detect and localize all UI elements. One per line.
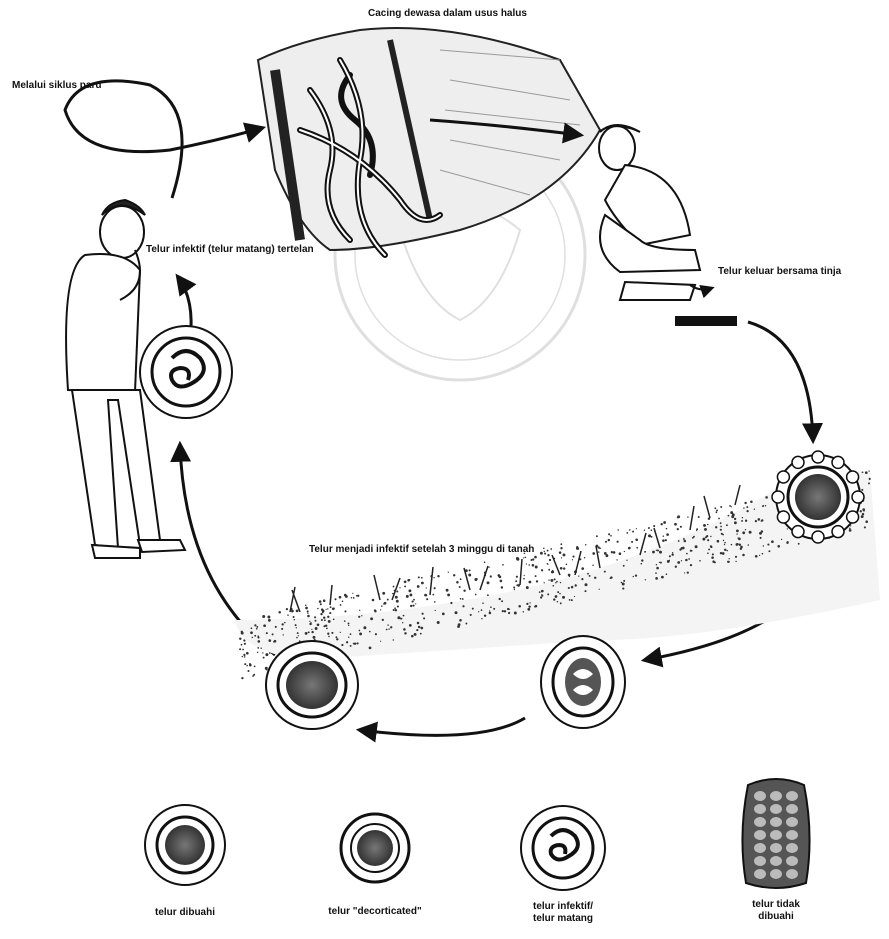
infective-egg-swallowed-label: Telur infektif (telur matang) tertelan — [146, 244, 314, 255]
feces — [675, 316, 737, 326]
egg-type-decorticated-label: telur "decorticated" — [300, 906, 450, 917]
egg-type-decorticated — [341, 814, 409, 882]
egg-type-fertilized-label: telur dibuahi — [130, 907, 240, 918]
egg-type-fertilized — [145, 805, 225, 885]
egg-infective-cycle — [266, 641, 358, 729]
egg-type-infective-label-line1: telur infektif/ — [505, 901, 621, 912]
feces-to-soil-arrow — [748, 322, 813, 440]
egg-type-unfertilized — [742, 779, 809, 888]
embryo-to-infective-arrow — [360, 718, 525, 735]
egg-type-infective — [521, 806, 605, 890]
intestine-illustration — [258, 28, 600, 255]
adult-worms-label: Cacing dewasa dalam usus halus — [368, 8, 527, 19]
eggs-in-feces-label: Telur keluar bersama tinja — [718, 266, 841, 277]
egg-type-unfertilized-label-line1: telur tidak — [728, 899, 824, 910]
squatting-man-figure — [599, 125, 700, 300]
lung-cycle-label: Melalui siklus paru — [12, 80, 101, 91]
egg-type-unfertilized-label-line2: dibuahi — [728, 911, 824, 922]
egg-type-infective-label-line2: telur matang — [505, 913, 621, 924]
eggs-become-infective-label: Telur menjadi infektif setelah 3 minggu … — [309, 544, 534, 555]
egg-embryonating-cycle — [541, 636, 625, 728]
egg-infective-near-man — [140, 326, 232, 418]
lung-cycle-arrow — [65, 81, 262, 198]
